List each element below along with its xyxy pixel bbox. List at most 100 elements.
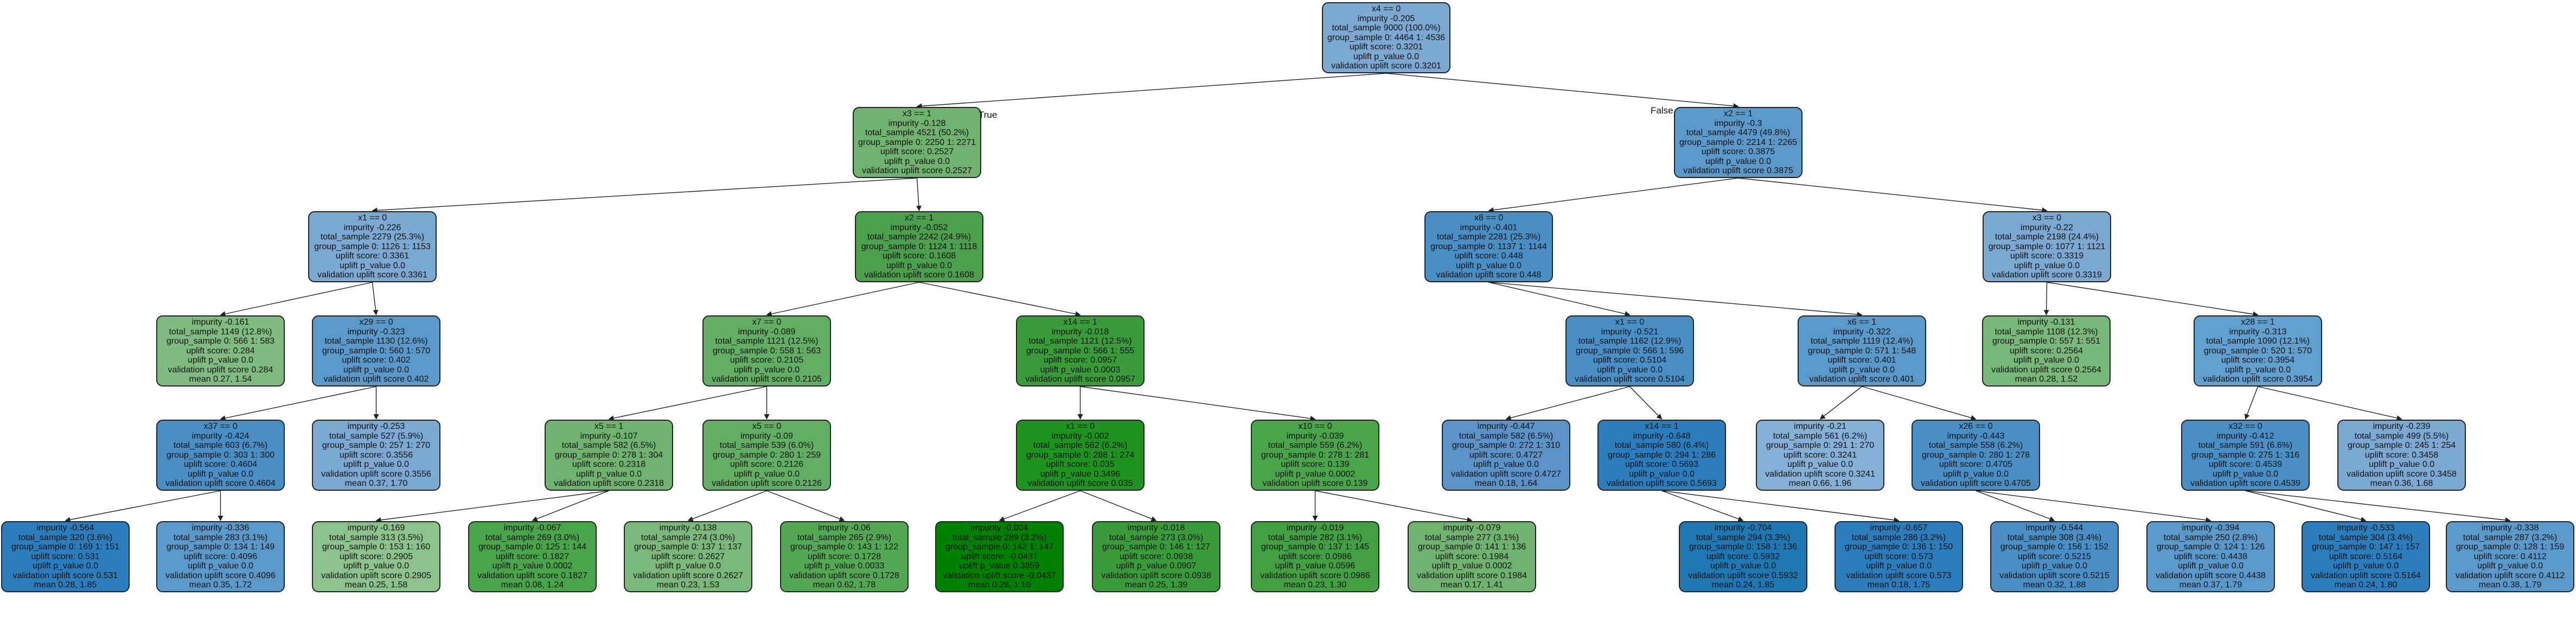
node-line: group_sample 0: 141 1: 136 (1417, 542, 1526, 552)
node-line: x7 == 0 (752, 318, 782, 327)
node-line: group_sample 0: 560 1: 570 (322, 346, 431, 356)
node-line: group_sample 0: 128 1: 159 (2456, 542, 2565, 552)
node-line: uplift score: 0.573 (1864, 552, 1933, 561)
node-line: group_sample 0: 291 1: 270 (1766, 441, 1875, 451)
node-line: group_sample 0: 1137 1: 1144 (1430, 242, 1547, 251)
node-line: validation uplift score 0.1827 (477, 571, 587, 580)
node-line: group_sample 0: 245 1: 254 (2347, 441, 2456, 451)
node-line: total_sample 603 (6.7%) (173, 441, 268, 451)
node-line: validation uplift score 0.573 (1846, 571, 1952, 580)
node-line: total_sample 539 (6.0%) (719, 441, 814, 451)
node-line: mean 0.27, 1.54 (189, 375, 252, 384)
tree-edge (1488, 282, 1863, 318)
node-line: uplift p_value 0.0 (655, 561, 721, 571)
node-line: mean 0.35, 1.72 (189, 580, 252, 590)
node-line: impurity -0.21 (1794, 422, 1846, 432)
tree-edge (608, 386, 767, 421)
node-line: impurity -0.704 (1714, 523, 1772, 533)
node-line: uplift p_value 0.0 (1710, 561, 1776, 571)
node-line: impurity -0.169 (347, 523, 405, 533)
node-line: x29 == 0 (359, 318, 393, 327)
node-line: impurity -0.323 (347, 327, 405, 337)
node-line: impurity -0.004 (970, 523, 1028, 533)
tree-edge (916, 178, 922, 211)
node-line: x2 == 1 (904, 213, 934, 223)
node-line: impurity -0.107 (580, 431, 638, 441)
tree-edge (1661, 490, 1900, 523)
node-line: total_sample 582 (6.5%) (561, 441, 656, 451)
node-line: validation uplift score 0.0957 (1025, 375, 1135, 384)
node-line: group_sample 0: 1126 1: 1153 (314, 242, 431, 251)
node-line: uplift p_value 0.0 (1866, 561, 1932, 571)
node-line: uplift p_value 0.0907 (1116, 561, 1197, 571)
node-line: impurity -0.226 (343, 223, 401, 232)
node-line: uplift p_value 0.3496 (1040, 469, 1121, 479)
node-line: uplift p_value 0.0 (1597, 365, 1663, 375)
node-line: impurity -0.128 (888, 118, 946, 128)
node-line: total_sample 289 (3.2%) (952, 533, 1047, 542)
node-line: total_sample 265 (2.9%) (797, 533, 892, 542)
node-line: group_sample 0: 137 1: 145 (1261, 542, 1370, 552)
node-line: total_sample 269 (3.0%) (485, 533, 580, 542)
node-line: total_sample 286 (3.2%) (1851, 533, 1946, 542)
node-line: group_sample 0: 566 1: 583 (166, 337, 275, 346)
tree-edge (1488, 178, 1738, 213)
node-line: validation uplift score 0.5104 (1575, 375, 1685, 384)
node-line: mean 0.28, 1.10 (968, 580, 1031, 590)
node-line: impurity -0.131 (2017, 318, 2075, 327)
node-line: mean 0.18, 1.64 (1474, 479, 1538, 489)
node-line: impurity -0.313 (2229, 327, 2287, 337)
node-line: validation uplift score 0.401 (1809, 375, 1915, 384)
node-line: mean 0.62, 1.78 (813, 580, 876, 590)
node-line: validation uplift score 0.5932 (1688, 571, 1798, 580)
node-line: total_sample 2198 (24.4%) (1995, 232, 2099, 242)
node-line: impurity -0.521 (1601, 327, 1659, 337)
node-line: impurity -0.3 (1714, 118, 1762, 128)
tree-edge (1080, 490, 1157, 522)
node-line: mean 0.25, 1.39 (1124, 580, 1188, 590)
tree-edge (1862, 386, 1977, 421)
node-line: impurity -0.253 (347, 422, 405, 432)
node-line: impurity -0.079 (1443, 523, 1501, 533)
node-line: uplift p_value 0.0 (1473, 460, 1539, 470)
node-line: uplift p_value 0.0 (2022, 561, 2087, 571)
node-line: group_sample 0: 520 1: 570 (2203, 346, 2312, 356)
node-line: uplift score: 0.2318 (572, 460, 646, 470)
tree-edge (220, 386, 376, 421)
node-line: group_sample 0: 147 1: 157 (2311, 542, 2420, 552)
node-line: uplift score: 0.1827 (495, 552, 570, 561)
node-line: uplift score: 0.2564 (2009, 346, 2083, 356)
node-line: impurity -0.544 (2025, 523, 2083, 533)
node-line: uplift p_value 0.0 (734, 469, 800, 479)
node-line: impurity -0.06 (818, 523, 871, 533)
node-line: validation uplift score 0.3954 (2203, 375, 2313, 384)
tree-edge (1315, 490, 1473, 523)
node-line: uplift score: 0.4705 (1939, 460, 2013, 470)
node-line: mean 0.17, 1.41 (1440, 580, 1504, 590)
node-line: mean 0.08, 1.24 (501, 580, 564, 590)
node-line: uplift p_value 0.0 (1829, 365, 1895, 375)
node-line: mean 0.38, 1.79 (2478, 580, 2542, 590)
node-line: uplift score: 0.5164 (2329, 552, 2403, 561)
node-line: validation uplift score 0.1984 (1417, 571, 1527, 580)
node-line: impurity -0.401 (1460, 223, 1518, 232)
node-line: uplift p_value 0.0 (340, 261, 405, 270)
tree-edge (1488, 282, 1631, 316)
node-line: x10 == 0 (1298, 422, 1332, 432)
node-line: uplift p_value 0.0 (2225, 365, 2291, 375)
node-line: mean 0.24, 1.80 (2334, 580, 2398, 590)
